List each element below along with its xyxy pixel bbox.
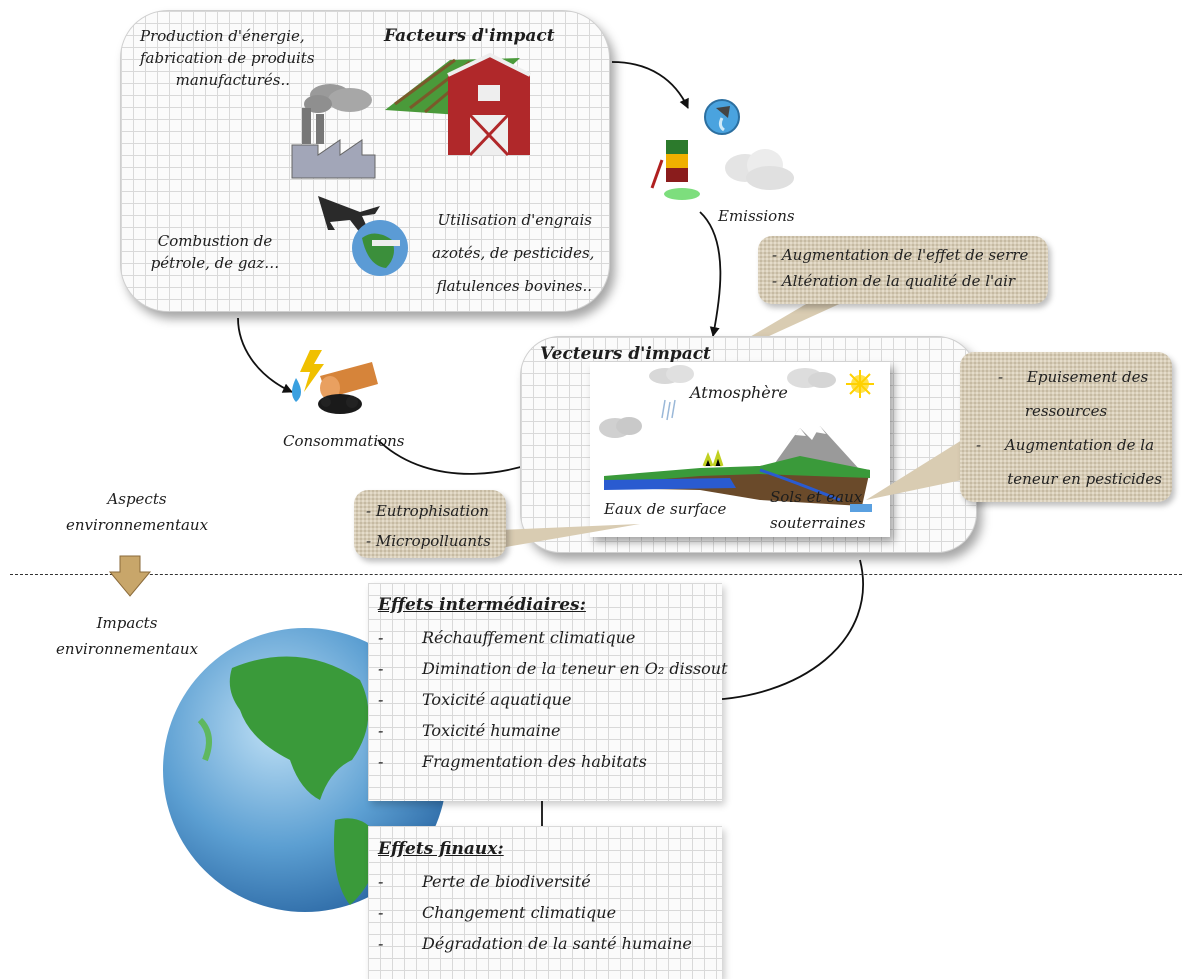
air-effects-box: - Augmentation de l'effet de serre - Alt…: [758, 236, 1048, 304]
resource-effect-2: - Augmentation de la: [976, 436, 1155, 454]
arrow-factors-to-consumption: [237, 317, 293, 393]
resource-effect-1b: ressources: [1024, 402, 1108, 420]
arrow-factors-to-emissions: [611, 61, 689, 109]
energy-label-line2: fabrication de produits: [140, 49, 315, 67]
water-effect-2: - Micropolluants: [366, 532, 491, 550]
aspects-impacts-divider: [10, 574, 1182, 575]
soil-water-label: Sols et eaux souterraines: [770, 484, 866, 536]
combustion-line2: pétrole, de gaz…: [150, 254, 280, 272]
intermediate-effect-item: -Dimination de la teneur en O₂ dissout: [378, 659, 728, 678]
energy-label: Production d'énergie, fabrication de pro…: [140, 25, 315, 91]
intermediate-effect-item: -Fragmentation des habitats: [378, 752, 647, 771]
water-effects-box: - Eutrophisation - Micropolluants: [354, 490, 506, 558]
combustion-line1: Combustion de: [157, 232, 273, 250]
resource-effect-2b: teneur en pesticides: [1007, 470, 1162, 488]
final-effect-item: -Dégradation de la santé humaine: [378, 934, 692, 953]
intermediate-effects-panel: [368, 583, 722, 801]
aspects-line1: Aspects: [107, 490, 167, 508]
arrow-vectors-to-intermediate: [699, 559, 864, 705]
water-effect-1: - Eutrophisation: [366, 502, 489, 520]
intermediate-effect-item: -Réchauffement climatique: [378, 628, 636, 647]
energy-label-line1: Production d'énergie,: [140, 27, 305, 45]
atmosphere-label: Atmosphère: [690, 383, 788, 402]
air-effect-1: - Augmentation de l'effet de serre: [772, 246, 1029, 264]
arrow-emissions-to-vectors: [699, 211, 722, 337]
fertilizer-line2: azotés, de pesticides,: [432, 244, 595, 262]
soil-water-line2: souterraines: [770, 514, 866, 532]
intermediate-effects-title: Effets intermédiaires:: [378, 595, 586, 615]
soil-water-line1: Sols et eaux: [770, 488, 863, 506]
intermediate-effect-item: -Toxicité humaine: [378, 721, 561, 740]
final-effects-title: Effets finaux:: [378, 839, 504, 859]
consumption-label: Consommations: [283, 432, 405, 450]
surface-water-label: Eaux de surface: [604, 500, 727, 518]
impacts-label: Impacts environnementaux: [52, 610, 202, 662]
intermediate-effect-item: -Toxicité aquatique: [378, 690, 572, 709]
combustion-label: Combustion de pétrole, de gaz…: [150, 230, 280, 274]
final-effect-item: -Perte de biodiversité: [378, 872, 591, 891]
impacts-line1: Impacts: [96, 614, 158, 632]
air-effect-2: - Altération de la qualité de l'air: [772, 272, 1016, 290]
energy-label-line3: manufacturés..: [175, 71, 290, 89]
aspects-line2: environnementaux: [65, 516, 209, 534]
fertilizer-line1: Utilisation d'engrais: [437, 211, 592, 229]
final-effect-item: -Changement climatique: [378, 903, 617, 922]
intermediate-effects-content: Effets intermédiaires: -Réchauffement cl…: [378, 588, 728, 777]
emissions-label: Emissions: [718, 207, 795, 225]
resource-effects-box: - Epuisement des ressources - Augmentati…: [960, 352, 1172, 502]
impacts-line2: environnementaux: [55, 640, 199, 658]
fertilizer-label: Utilisation d'engrais azotés, de pestici…: [432, 204, 595, 303]
impact-vectors-title: Vecteurs d'impact: [540, 344, 711, 364]
final-effects-content: Effets finaux: -Perte de biodiversité -C…: [378, 832, 718, 959]
aspects-label: Aspects environnementaux: [62, 486, 212, 538]
fertilizer-line3: flatulences bovines..: [436, 277, 592, 295]
final-effects-panel: [368, 826, 722, 979]
impact-factors-title: Facteurs d'impact: [384, 26, 555, 46]
resource-effect-1: - Epuisement des: [998, 368, 1149, 386]
